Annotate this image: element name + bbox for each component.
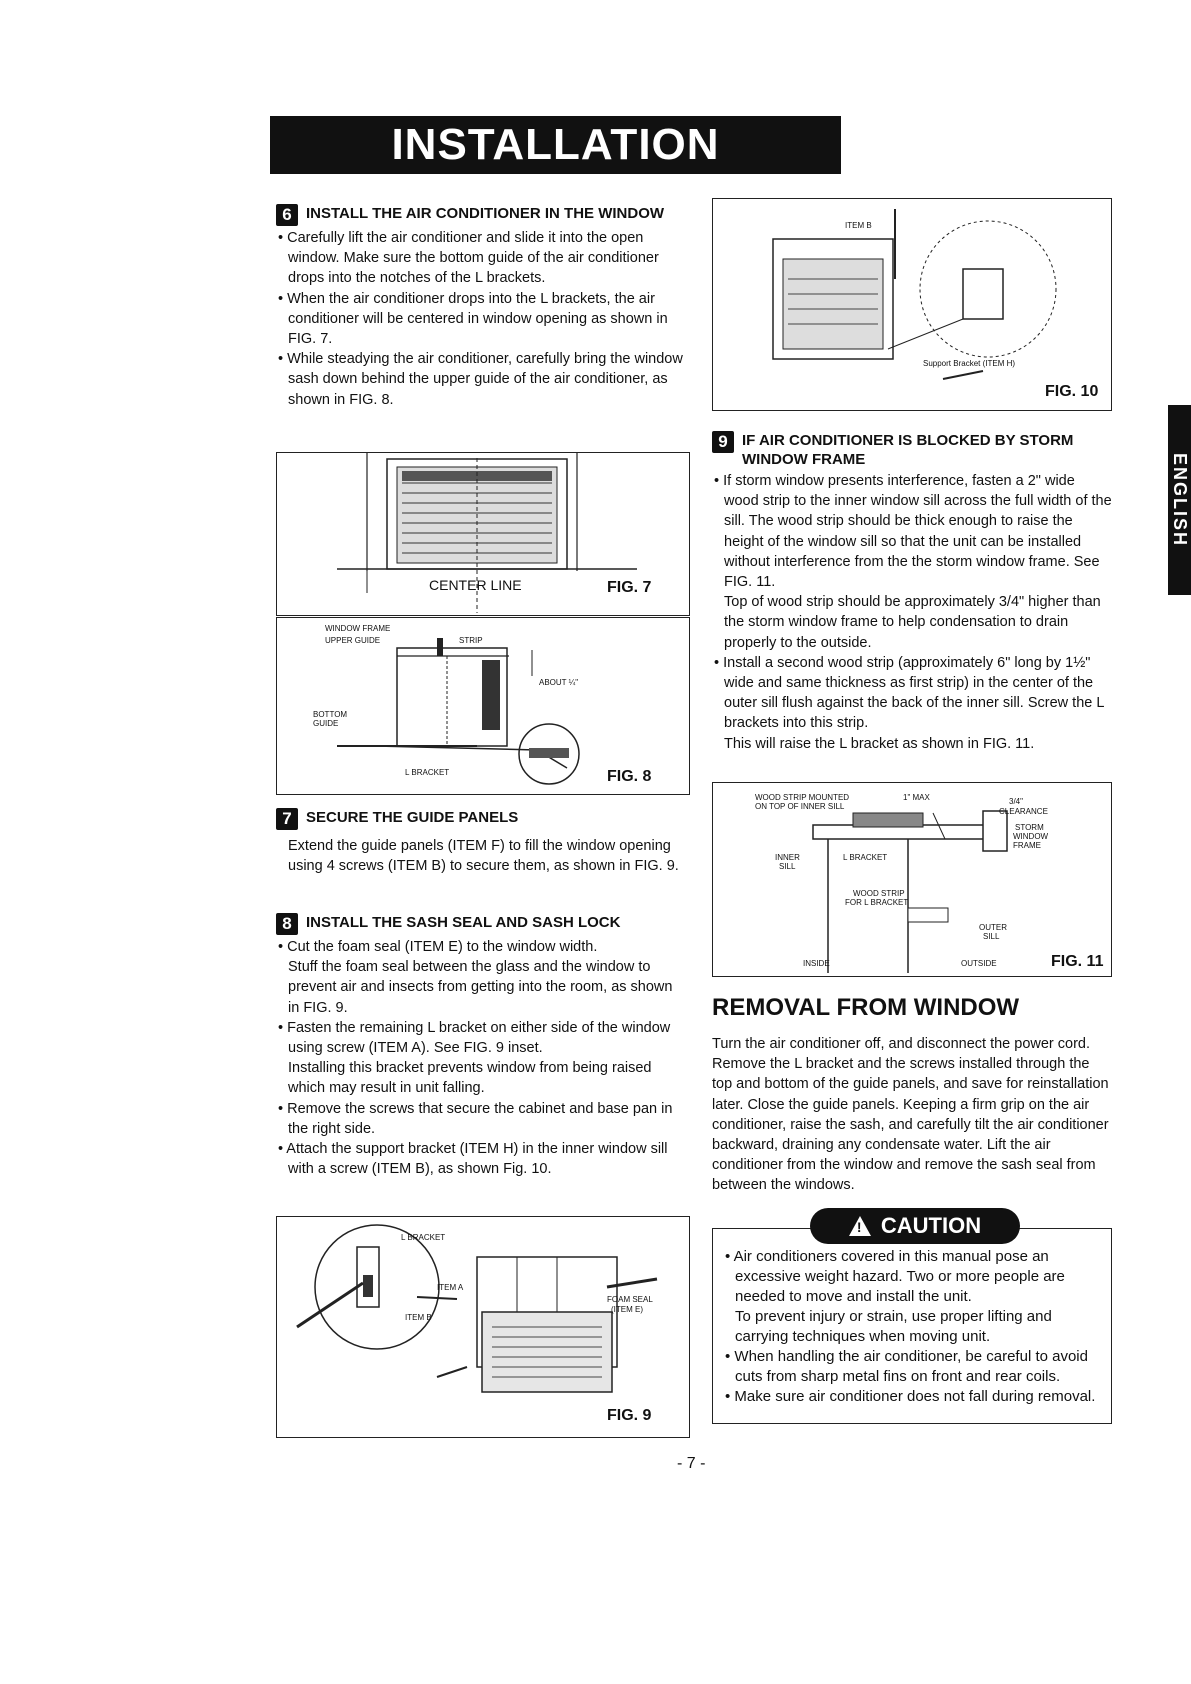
figure-11: WOOD STRIP MOUNTED ON TOP OF INNER SILL … bbox=[712, 782, 1112, 977]
ac-front-illustration bbox=[337, 453, 637, 613]
warning-icon: ! bbox=[848, 1216, 871, 1236]
bullet-continuation: Top of wood strip should be approximatel… bbox=[724, 594, 1101, 651]
bullet: • When the air conditioner drops into th… bbox=[278, 290, 668, 348]
bullet: • If storm window presents interference,… bbox=[714, 473, 1112, 591]
removal-paragraph: Turn the air conditioner off, and discon… bbox=[712, 1036, 1109, 1194]
install-illustration bbox=[296, 1224, 658, 1393]
label: WOOD STRIP MOUNTED bbox=[755, 793, 850, 802]
caution-bullet: • When handling the air conditioner, be … bbox=[725, 1348, 1088, 1385]
step-8: 8 INSTALL THE SASH SEAL AND SASH LOCK • C… bbox=[276, 913, 686, 1179]
label: ON TOP OF INNER SILL bbox=[755, 802, 845, 811]
label: INSIDE bbox=[803, 959, 830, 968]
step-6: 6 INSTALL THE AIR CONDITIONER IN THE WIND… bbox=[276, 204, 686, 410]
support-bracket-illustration bbox=[772, 209, 1057, 380]
label: ITEM B bbox=[845, 221, 872, 230]
label: 3/4" bbox=[1009, 797, 1023, 806]
label: UPPER GUIDE bbox=[325, 636, 381, 645]
step-number: 8 bbox=[276, 913, 298, 935]
bullet-continuation: Installing this bracket prevents window … bbox=[288, 1060, 652, 1097]
caution-continuation: To prevent injury or strain, use proper … bbox=[735, 1308, 1052, 1345]
label: OUTSIDE bbox=[961, 959, 997, 968]
label: STORM bbox=[1015, 823, 1044, 832]
label: BOTTOM bbox=[313, 710, 348, 719]
caution-bullet: • Make sure air conditioner does not fal… bbox=[725, 1388, 1096, 1405]
figure-7: CENTER LINE FIG. 7 bbox=[276, 452, 690, 616]
label: L BRACKET bbox=[843, 853, 888, 862]
bullet-continuation: Stuff the foam seal between the glass an… bbox=[288, 959, 673, 1016]
figure-label: FIG. 9 bbox=[607, 1407, 652, 1424]
step-title: IF AIR CONDITIONER IS BLOCKED BY STORM W… bbox=[742, 432, 1074, 468]
step-title: SECURE THE GUIDE PANELS bbox=[306, 809, 519, 826]
label: Support Bracket (ITEM H) bbox=[923, 359, 1016, 368]
figure-8: WINDOW FRAME UPPER GUIDE STRIP ABOUT ¼" … bbox=[276, 617, 690, 795]
language-tab: ENGLISH bbox=[1168, 405, 1191, 595]
caution-label: CAUTION bbox=[880, 1213, 982, 1238]
step-number: 7 bbox=[276, 808, 298, 830]
label: WINDOW bbox=[1013, 832, 1049, 841]
label: GUIDE bbox=[313, 719, 339, 728]
page-number: - 7 - bbox=[677, 1455, 706, 1472]
bullet: • Cut the foam seal (ITEM E) to the wind… bbox=[278, 939, 598, 955]
page-title: INSTALLATION bbox=[270, 116, 841, 174]
figure-label: FIG. 10 bbox=[1045, 383, 1099, 400]
step-text: Extend the guide panels (ITEM F) to fill… bbox=[288, 838, 679, 875]
label: CLEARANCE bbox=[999, 807, 1048, 816]
label: L BRACKET bbox=[401, 1233, 446, 1242]
step-number: 6 bbox=[276, 204, 298, 226]
figure-label: FIG. 8 bbox=[607, 768, 652, 785]
caution-box: • Air conditioners covered in this manua… bbox=[712, 1228, 1112, 1424]
step-9: 9 IF AIR CONDITIONER IS BLOCKED BY STORM … bbox=[712, 431, 1112, 754]
label: FOAM SEAL bbox=[607, 1295, 653, 1304]
figure-label: FIG. 11 bbox=[1051, 953, 1104, 970]
bullet: • Attach the support bracket (ITEM H) in… bbox=[278, 1141, 668, 1178]
step-number: 9 bbox=[712, 431, 734, 453]
bullet-continuation: This will raise the L bracket as shown i… bbox=[724, 735, 1035, 752]
step-7: 7 SECURE THE GUIDE PANELS Extend the guid… bbox=[276, 808, 686, 876]
bullet: • Fasten the remaining L bracket on eith… bbox=[278, 1019, 671, 1057]
label: OUTER bbox=[979, 923, 1007, 932]
label: FOR L BRACKET bbox=[845, 898, 909, 907]
bullet: • Carefully lift the air conditioner and… bbox=[278, 230, 659, 287]
label: WOOD STRIP bbox=[853, 889, 905, 898]
bullet: • While steadying the air conditioner, c… bbox=[278, 351, 683, 408]
sill-cross-section bbox=[812, 810, 1008, 973]
label: STRIP bbox=[459, 636, 483, 645]
label: ABOUT ¼" bbox=[539, 678, 579, 687]
figure-10: ITEM B Support Bracket (ITEM H) FIG. 10 bbox=[712, 198, 1112, 411]
label: SILL bbox=[779, 862, 796, 871]
label: (ITEM E) bbox=[611, 1305, 643, 1314]
label: ITEM A bbox=[437, 1283, 464, 1292]
caution-header: ! CAUTION bbox=[810, 1208, 1020, 1244]
figure-label: FIG. 7 bbox=[607, 579, 652, 596]
removal-text: Turn the air conditioner off, and discon… bbox=[712, 1034, 1110, 1196]
figure-9: L BRACKET ITEM A ITEM B FOAM SEAL (ITEM … bbox=[276, 1216, 690, 1438]
label: 1" MAX bbox=[903, 793, 930, 802]
label: SILL bbox=[983, 932, 1000, 941]
label: FRAME bbox=[1013, 841, 1041, 850]
bullet: • Remove the screws that secure the cabi… bbox=[278, 1100, 673, 1137]
bullet: • Install a second wood strip (approxima… bbox=[714, 654, 1104, 732]
sash-cross-section bbox=[337, 638, 580, 785]
step-title: INSTALL THE AIR CONDITIONER IN THE WINDO… bbox=[306, 205, 665, 222]
label: INNER bbox=[775, 853, 800, 862]
removal-title: REMOVAL FROM WINDOW bbox=[712, 994, 1020, 1021]
label: ITEM B bbox=[405, 1313, 432, 1322]
caution-bullet: • Air conditioners covered in this manua… bbox=[725, 1248, 1065, 1305]
step-title: INSTALL THE SASH SEAL AND SASH LOCK bbox=[306, 914, 621, 931]
label: L BRACKET bbox=[405, 768, 450, 777]
center-line-label: CENTER LINE bbox=[429, 577, 522, 593]
label: WINDOW FRAME bbox=[325, 624, 391, 633]
